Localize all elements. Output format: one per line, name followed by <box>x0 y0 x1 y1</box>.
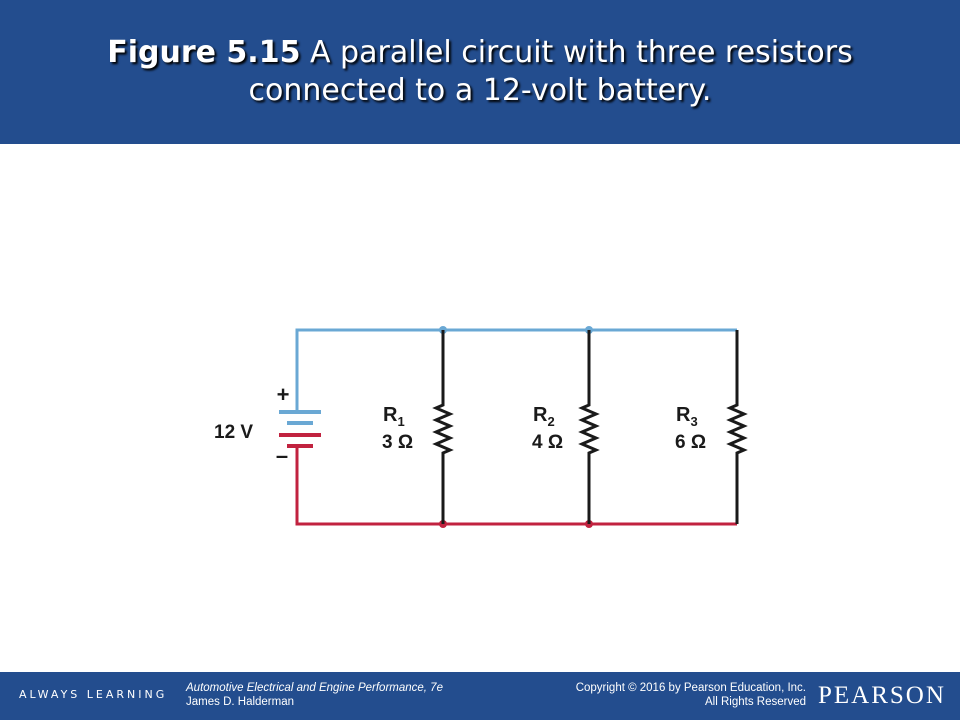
copyright-notice: Copyright © 2016 by Pearson Education, I… <box>576 681 806 709</box>
r2-value: 4 Ω <box>532 432 563 453</box>
svg-text:R3: R3 <box>676 404 698 429</box>
r3-subscript: 3 <box>690 414 697 429</box>
battery-voltage-label: 12 V <box>214 422 253 443</box>
rights-text: All Rights Reserved <box>705 696 806 708</box>
figure-label: Figure 5.15 <box>107 35 301 70</box>
battery-minus-sign: – <box>276 443 288 468</box>
book-citation: Automotive Electrical and Engine Perform… <box>186 681 443 709</box>
svg-text:R2: R2 <box>533 404 555 429</box>
svg-text:R1: R1 <box>383 404 405 429</box>
title-text-1: A parallel circuit with three resistors <box>310 35 853 70</box>
positive-wire <box>295 328 737 412</box>
tagline: ALWAYS LEARNING <box>19 688 168 701</box>
battery-symbol <box>279 410 321 448</box>
resistor-r2-label: R2 4 Ω <box>532 404 563 453</box>
slide-title-line-1: Figure 5.15 A parallel circuit with thre… <box>107 34 853 72</box>
r3-value: 6 Ω <box>675 432 706 453</box>
copyright-text: Copyright © 2016 by Pearson Education, I… <box>575 682 806 694</box>
book-title: Automotive Electrical and Engine Perform… <box>186 682 443 694</box>
branch-r2 <box>578 330 600 524</box>
footer-bar: ALWAYS LEARNING Automotive Electrical an… <box>0 672 960 720</box>
slide-title-line-2: connected to a 12-volt battery. <box>248 73 712 108</box>
resistor-r3-label: R3 6 Ω <box>675 404 706 453</box>
publisher-logo: PEARSON <box>818 682 946 709</box>
author: James D. Halderman <box>186 696 295 708</box>
r2-subscript: 2 <box>547 414 554 429</box>
resistor-r1-label: R1 3 Ω <box>382 404 413 453</box>
negative-wire <box>295 446 737 526</box>
battery-plus-sign: + <box>277 382 290 407</box>
title-banner: Figure 5.15 A parallel circuit with thre… <box>0 0 960 144</box>
branch-r1 <box>432 330 454 524</box>
parallel-circuit-diagram: + – 12 V R1 3 Ω R2 4 Ω R3 6 Ω <box>214 326 748 528</box>
r1-name: R <box>383 404 398 426</box>
branch-r3 <box>726 330 748 524</box>
r3-name: R <box>676 404 691 426</box>
r2-name: R <box>533 404 548 426</box>
r1-value: 3 Ω <box>382 432 413 453</box>
r1-subscript: 1 <box>397 414 404 429</box>
